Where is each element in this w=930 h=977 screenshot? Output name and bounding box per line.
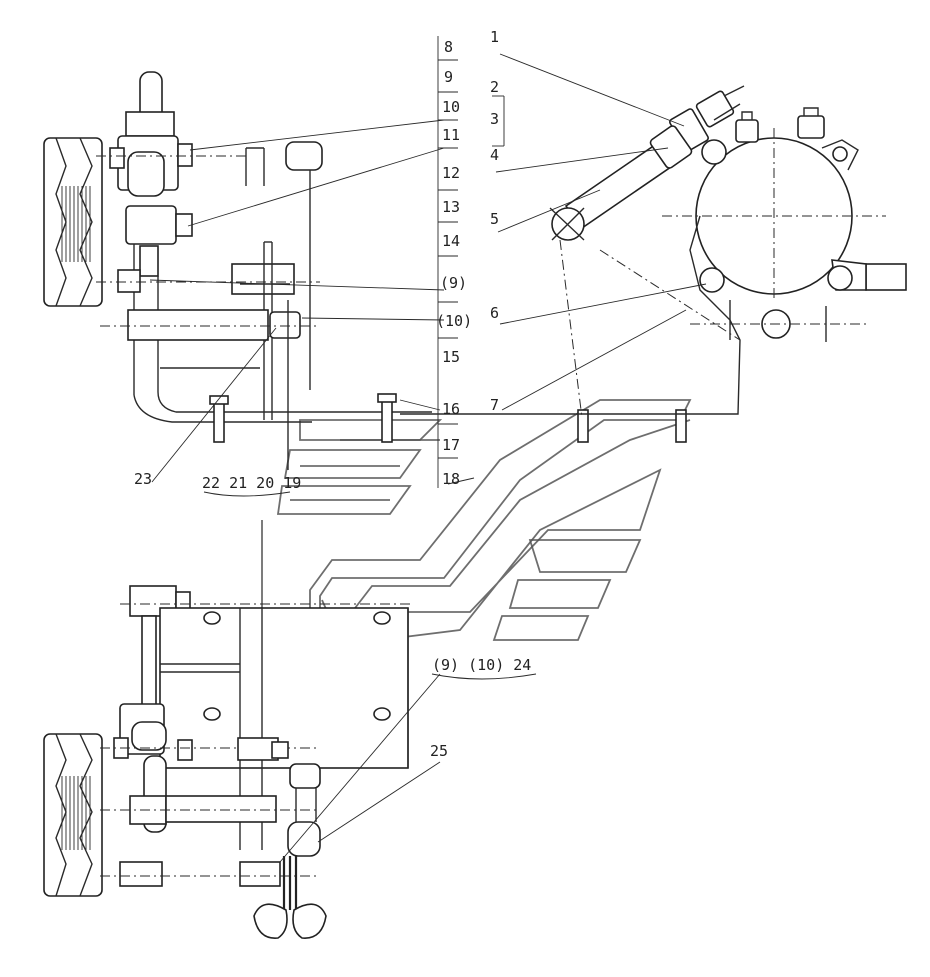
adjusting-arm xyxy=(549,125,741,419)
labels: 8 9 10 11 12 13 14 (9) (10) 15 16 17 18 … xyxy=(134,28,531,760)
bottom-pulley xyxy=(43,733,103,897)
label-3: 3 xyxy=(490,110,499,128)
top-tensioner-post xyxy=(96,71,323,390)
label-9: 9 xyxy=(444,68,453,86)
label-14: 14 xyxy=(442,232,460,250)
label-2: 2 xyxy=(490,78,499,96)
top-pulley xyxy=(43,137,103,307)
label-paren-10: (10) xyxy=(436,312,472,330)
label-1: 1 xyxy=(490,28,499,46)
label-17: 17 xyxy=(442,436,460,454)
label-12: 12 xyxy=(442,164,460,182)
bottom-tensioner xyxy=(100,703,321,887)
label-group-22-19: 22 21 20 19 xyxy=(202,474,301,492)
label-5: 5 xyxy=(490,210,499,228)
label-18: 18 xyxy=(442,470,460,488)
bottom-pulley-ribs xyxy=(61,776,91,850)
label-group-9-10-24: (9) (10) 24 xyxy=(432,656,531,674)
label-column-box xyxy=(437,36,505,488)
leader-lines xyxy=(149,53,707,863)
label-paren-9: (9) xyxy=(440,274,467,292)
label-4: 4 xyxy=(490,146,499,164)
pump-body xyxy=(400,107,907,415)
label-6: 6 xyxy=(490,304,499,322)
label-25: 25 xyxy=(430,742,448,760)
label-8: 8 xyxy=(444,38,453,56)
pulley-ribs xyxy=(61,186,91,262)
belt-clip xyxy=(253,856,327,939)
label-16: 16 xyxy=(442,400,460,418)
label-11: 11 xyxy=(442,126,460,144)
label-23: 23 xyxy=(134,470,152,488)
label-braces xyxy=(203,491,537,680)
label-10: 10 xyxy=(442,98,460,116)
label-13: 13 xyxy=(442,198,460,216)
label-7: 7 xyxy=(490,396,499,414)
top-studs xyxy=(209,393,687,443)
label-15: 15 xyxy=(442,348,460,366)
top-bracket xyxy=(96,205,432,470)
